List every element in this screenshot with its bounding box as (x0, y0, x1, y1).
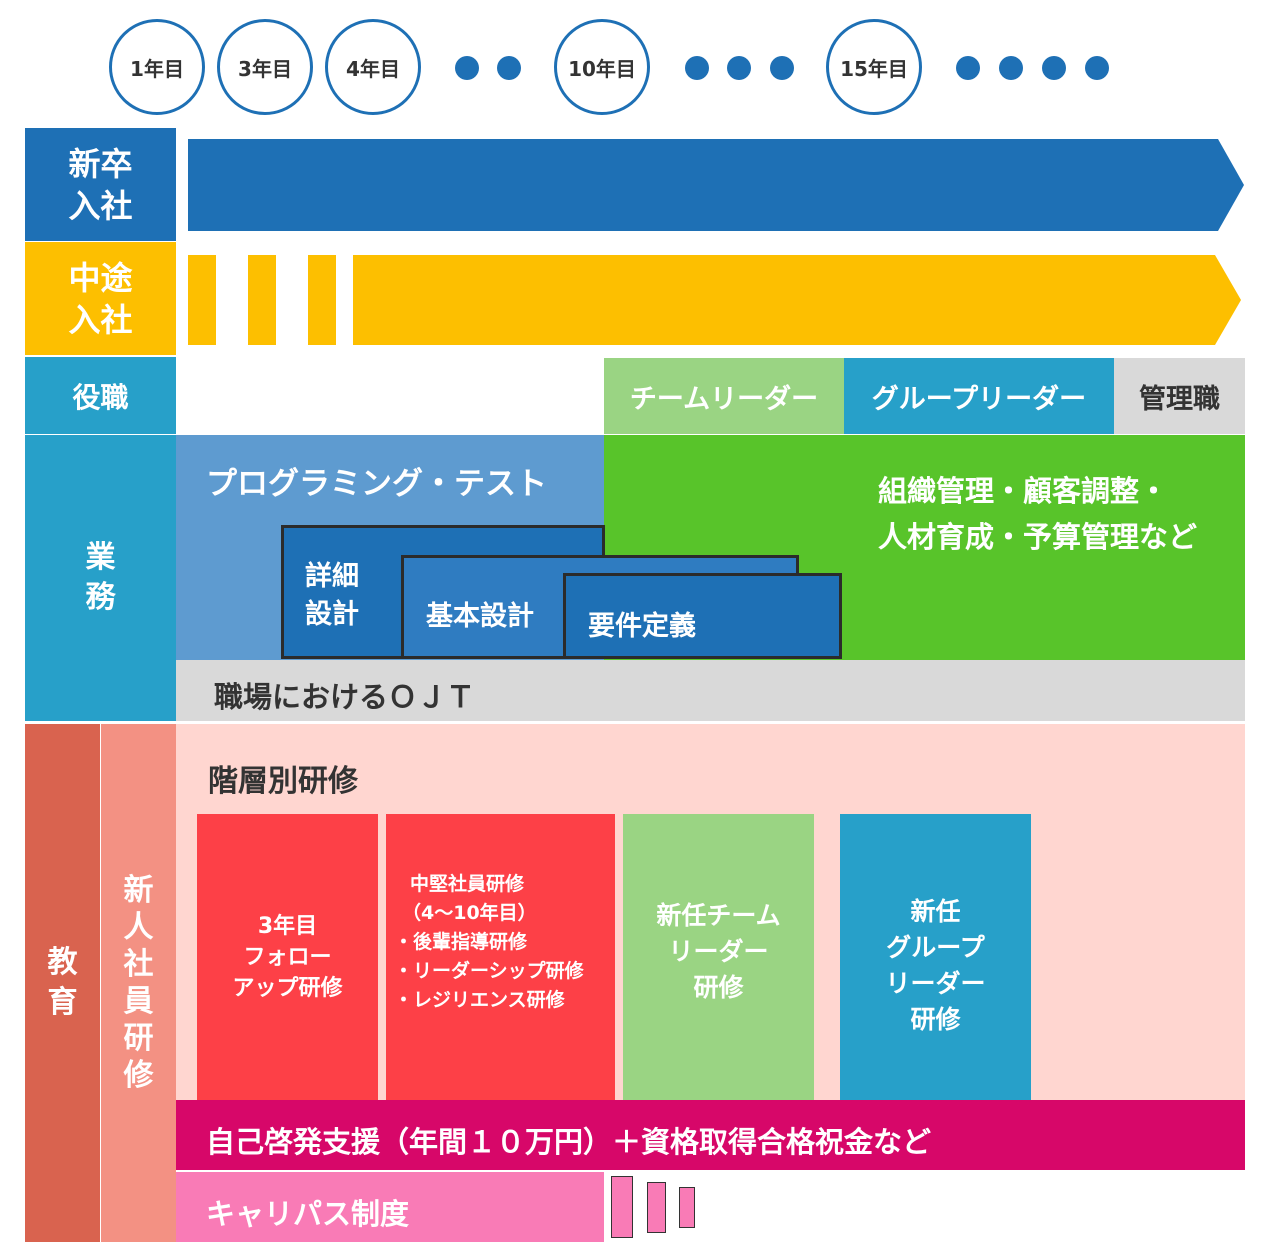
management-line: 人材育成・予算管理など (878, 520, 1198, 554)
timeline-dot (685, 56, 709, 80)
mid-career-dash (308, 255, 336, 345)
year-label: 3年目 (238, 56, 292, 81)
mid-level-line: ・リーダーシップ研修 (394, 960, 584, 982)
new-grad-label: 新卒入社 (68, 144, 133, 225)
training-mid-level: 中堅社員研修 （4〜10年目） ・後輩指導研修 ・リーダーシップ研修 ・レジリエ… (386, 814, 615, 1100)
row-label-newcomer-training: 新人社員研修 (101, 724, 176, 1242)
position-team-leader: チームリーダー (604, 358, 844, 434)
work-management-text: 組織管理・顧客調整・ 人材育成・予算管理など (878, 468, 1197, 560)
training-follow-up: 3年目 フォロー アップ研修 (197, 814, 378, 1100)
position-group-leader: グループリーダー (844, 358, 1114, 434)
self-development-label: 自己啓発支援（年間１０万円）＋資格取得合格祝金など (206, 1125, 932, 1159)
new-team-leader-text: 新任チーム リーダー 研修 (623, 898, 814, 1006)
new-group-leader-text: 新任 グループ リーダー 研修 (840, 894, 1031, 1038)
team-leader-label: チームリーダー (629, 383, 819, 415)
year-circle-4: 4年目 (325, 19, 421, 115)
detail-design-line: 設計 (305, 599, 359, 630)
mid-level-line: ・後輩指導研修 (394, 931, 528, 953)
timeline-dot (770, 56, 794, 80)
timeline-dot (999, 56, 1023, 80)
timeline-dot (1042, 56, 1066, 80)
year-label: 15年目 (840, 56, 908, 81)
career-path-dash (679, 1187, 695, 1228)
position-label: 役職 (72, 380, 129, 414)
requirements-label: 要件定義 (588, 611, 696, 642)
year-circle-1: 1年目 (109, 19, 205, 115)
year-circle-10: 10年目 (554, 19, 650, 115)
new-team-leader-line: リーダー (668, 937, 769, 966)
new-group-leader-line: リーダー (885, 969, 986, 998)
year-label: 10年目 (568, 56, 636, 81)
ojt-label: 職場におけるＯＪＴ (214, 680, 476, 714)
mid-career-arrow (353, 255, 1241, 345)
career-path-dash (611, 1176, 633, 1238)
training-new-group-leader: 新任 グループ リーダー 研修 (840, 814, 1031, 1100)
work-ojt: 職場におけるＯＪＴ (176, 660, 1245, 721)
newcomer-training-label: 新人社員研修 (123, 873, 154, 1093)
mid-career-dash (248, 255, 276, 345)
self-development-bar: 自己啓発支援（年間１０万円）＋資格取得合格祝金など (176, 1100, 1245, 1170)
year-circle-3: 3年目 (217, 19, 313, 115)
year-label: 4年目 (346, 56, 400, 81)
mid-level-line: ・レジリエンス研修 (394, 989, 565, 1011)
mid-career-label: 中途入社 (68, 258, 133, 339)
training-heading: 階層別研修 (208, 764, 358, 799)
timeline-dot (455, 56, 479, 80)
career-path-label: キャリパス制度 (206, 1197, 410, 1231)
row-label-education: 教育 (25, 724, 100, 1242)
new-group-leader-line: 新任 (910, 897, 961, 926)
basic-design-label: 基本設計 (426, 601, 534, 632)
row-label-new-grad: 新卒入社 (25, 128, 176, 241)
timeline-dot (1085, 56, 1109, 80)
education-label: 教育 (47, 945, 78, 1020)
career-path-bar: キャリパス制度 (176, 1172, 604, 1242)
timeline-dot (727, 56, 751, 80)
career-path-dash (647, 1182, 666, 1233)
group-leader-label: グループリーダー (871, 383, 1087, 415)
row-label-work: 業務 (25, 435, 176, 721)
follow-up-line: フォロー (243, 944, 332, 970)
manager-label: 管理職 (1139, 383, 1220, 415)
mid-career-dash (188, 255, 216, 345)
year-label: 1年目 (130, 56, 184, 81)
detail-design-label: 詳細 設計 (305, 558, 359, 634)
mid-level-line: 中堅社員研修 (410, 873, 525, 895)
position-manager: 管理職 (1114, 358, 1245, 434)
timeline-dot (956, 56, 980, 80)
new-grad-arrow (188, 139, 1244, 231)
row-label-position: 役職 (25, 357, 176, 434)
new-team-leader-line: 研修 (693, 973, 744, 1002)
new-team-leader-line: 新任チーム (656, 901, 781, 930)
new-group-leader-line: グループ (886, 933, 985, 962)
work-programming-label: プログラミング・テスト (206, 466, 547, 502)
timeline-dot (497, 56, 521, 80)
mid-level-line: （4〜10年目） (402, 902, 537, 924)
training-new-team-leader: 新任チーム リーダー 研修 (623, 814, 814, 1100)
follow-up-text: 3年目 フォロー アップ研修 (232, 911, 342, 1004)
follow-up-line: 3年目 (257, 913, 318, 939)
mid-level-text: 中堅社員研修 （4〜10年目） ・後輩指導研修 ・リーダーシップ研修 ・レジリエ… (394, 870, 584, 1015)
new-group-leader-line: 研修 (910, 1005, 961, 1034)
year-circle-15: 15年目 (826, 19, 922, 115)
detail-design-line: 詳細 (305, 561, 359, 592)
management-line: 組織管理・顧客調整・ (878, 474, 1169, 508)
work-requirements: 要件定義 (563, 573, 842, 659)
work-label: 業務 (85, 540, 116, 615)
follow-up-line: アップ研修 (232, 975, 343, 1001)
row-label-mid-career: 中途入社 (25, 242, 176, 355)
